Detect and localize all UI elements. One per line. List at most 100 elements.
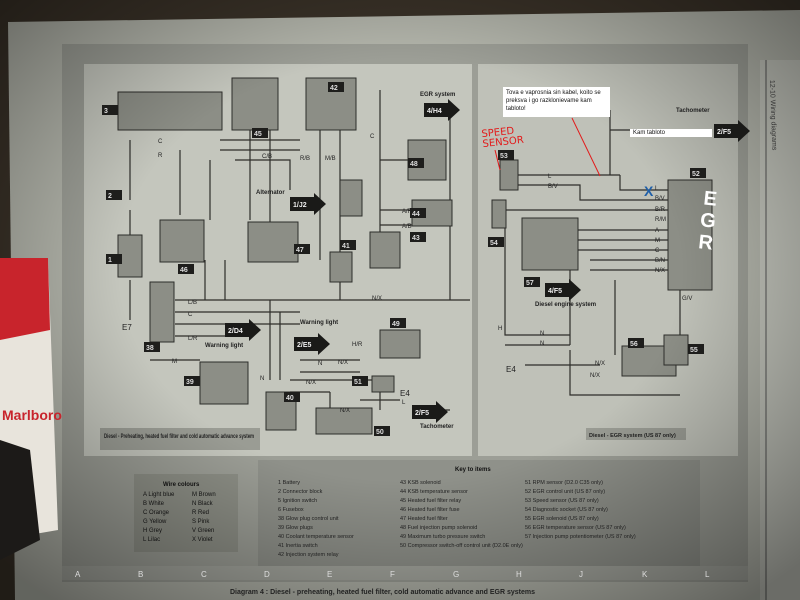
wire-label: N/X	[590, 373, 600, 379]
wire-label: H/R	[352, 342, 363, 348]
right-caption: Diesel - EGR system (US 87 only)	[589, 433, 676, 439]
key-item: 38 Glow plug control unit	[278, 516, 339, 522]
annotation-note-dashboard: Kam tabloto	[630, 129, 712, 137]
component-number-badge	[410, 232, 426, 242]
wire-label: N/X	[306, 380, 316, 386]
component-number: 45	[254, 131, 262, 138]
component-number: 51	[354, 379, 362, 386]
key-title: Key to items	[455, 467, 491, 473]
wire-label: L	[402, 400, 406, 406]
earth-point-label: E7	[122, 323, 132, 332]
key-item: 53 Speed sensor (US 87 only)	[525, 498, 599, 504]
key-item: 55 EGR solenoid (US 87 only)	[525, 516, 599, 522]
reference-arrow	[545, 279, 581, 301]
component-number: 40	[286, 395, 294, 402]
component-number: 52	[692, 171, 700, 178]
component-number-badge	[628, 338, 644, 348]
reference-arrow-ref: 4/F5	[548, 288, 562, 295]
component-number-badge	[294, 244, 310, 254]
reference-arrow-label: Diesel engine system	[535, 302, 596, 308]
wire-colour-item: H Grey	[143, 528, 162, 534]
key-item: 45 Heated fuel filter relay	[400, 498, 461, 504]
component-number-badge	[106, 254, 122, 264]
wire-label: M/B	[325, 156, 336, 162]
earth-point-label: E4	[506, 365, 516, 374]
component-number: 50	[376, 429, 384, 436]
wire-label: N	[318, 361, 322, 367]
reference-arrow-label: Alternator	[256, 190, 285, 196]
wire-label: L/R	[188, 336, 198, 342]
reference-arrow	[290, 193, 326, 215]
wire-colour-item: N Black	[192, 501, 214, 507]
component-number: 3	[104, 108, 108, 115]
wire-label: C	[655, 248, 660, 254]
component-number-badge	[498, 150, 514, 160]
wire-label: R/B	[300, 156, 310, 162]
reference-arrow	[294, 333, 330, 355]
wire-label: M	[655, 238, 660, 244]
key-item: 1 Battery	[278, 480, 300, 486]
wire-label: N	[540, 341, 544, 347]
wire-colour-item: V Green	[192, 528, 214, 534]
wire-label: B/N	[655, 258, 665, 264]
wire-colour-item: C Orange	[143, 510, 170, 516]
key-item: 2 Connector block	[278, 489, 323, 495]
grid-letter: B	[138, 570, 143, 579]
wire-label: N/X	[340, 408, 350, 414]
component-number-badge	[102, 105, 118, 115]
component-number: 41	[342, 243, 350, 250]
reference-arrow-ref: 2/E5	[297, 342, 312, 349]
grid-letter: J	[579, 570, 583, 579]
component-number: 48	[410, 161, 418, 168]
reference-arrow-label: Warning light	[300, 320, 338, 326]
key-item: 54 Diagnostic socket (US 87 only)	[525, 507, 608, 513]
component-number-badge	[408, 158, 424, 168]
component-number: 54	[490, 240, 498, 247]
wire-colour-item: A Light blue	[143, 492, 175, 498]
wire-label: N/X	[372, 296, 382, 302]
wire-label: B/R	[655, 207, 666, 213]
reference-arrow-ref: 2/D4	[228, 328, 243, 335]
cigarette-pack: Marlboro	[0, 258, 62, 560]
wire-colour-item: L Lilac	[143, 537, 160, 543]
reference-arrow-label: EGR system	[420, 92, 455, 98]
component-number: 43	[412, 235, 420, 242]
reference-arrow	[412, 401, 448, 423]
annotation-note-cable: Tova e vaprosnia sin kabel, koito se pre…	[503, 87, 610, 117]
component-number: 56	[630, 341, 638, 348]
reference-arrow-ref: 2/F5	[717, 129, 731, 136]
wire-label: C/B	[262, 154, 272, 160]
wire-colour-item: B White	[143, 501, 165, 507]
component-number-badge	[390, 318, 406, 328]
wire-label: C	[188, 312, 193, 318]
component-number: 49	[392, 321, 400, 328]
wire-colour-item: X Violet	[192, 537, 213, 543]
wire-label: B/V	[655, 196, 665, 202]
wire-label: A	[655, 228, 659, 234]
component-number: 46	[180, 267, 188, 274]
wire-label: N	[260, 376, 264, 382]
grid-letter: F	[390, 570, 395, 579]
wire-colours-title: Wire colours	[163, 482, 200, 488]
wire-label: C	[158, 139, 163, 145]
grid-letter: G	[453, 570, 459, 579]
component-number: 57	[526, 280, 534, 287]
key-item: 5 Ignition switch	[278, 498, 317, 504]
cigarette-pack-brand: Marlboro	[2, 407, 62, 423]
component-number-badge	[284, 392, 300, 402]
key-item: 46 Heated fuel filter fuse	[400, 507, 460, 513]
reference-arrow	[714, 120, 750, 142]
reference-arrow-ref: 4/H4	[427, 108, 442, 115]
wire-label: R/M	[655, 217, 666, 223]
key-item: 52 EGR control unit (US 87 only)	[525, 489, 605, 495]
grid-letter: H	[516, 570, 522, 579]
key-item: 50 Compressor switch-off control unit (D…	[400, 543, 523, 549]
component-number-badge	[252, 128, 268, 138]
component-number: 1	[108, 257, 112, 264]
wire-label: C	[370, 134, 375, 140]
grid-letter: E	[327, 570, 332, 579]
grid-letter: D	[264, 570, 270, 579]
wire-label: L/B	[188, 300, 197, 306]
grid-letter: L	[705, 570, 710, 579]
